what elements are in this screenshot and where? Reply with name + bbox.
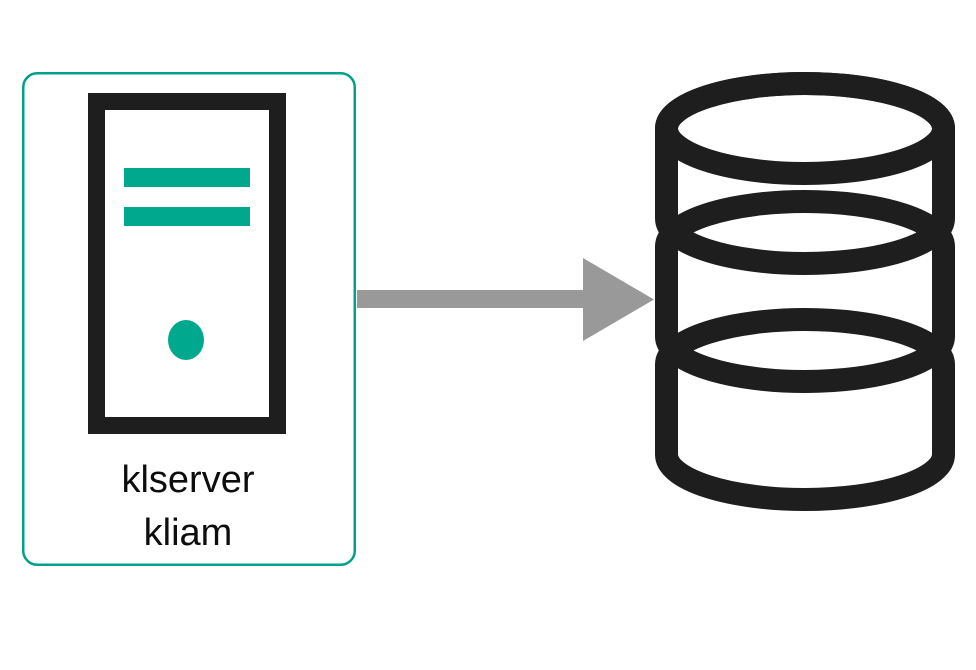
server-status-led-icon — [168, 320, 204, 360]
server-node[interactable]: klserver kliam — [22, 72, 356, 566]
server-to-database-arrow[interactable] — [357, 258, 654, 341]
database-cylinder-icon — [655, 72, 955, 511]
database-disc-3 — [655, 308, 955, 511]
server-label-line-2: kliam — [144, 512, 233, 554]
server-tower-icon — [88, 93, 286, 434]
database-node[interactable] — [655, 72, 955, 511]
server-indicator-bar-2 — [124, 207, 250, 226]
server-label-line-1: klserver — [121, 459, 254, 501]
arrow-shape[interactable] — [357, 258, 654, 341]
database-disc-1-lid — [655, 72, 955, 185]
database-disc-2 — [655, 190, 955, 393]
server-indicator-bar-1 — [124, 168, 250, 187]
server-tower-frame — [88, 93, 286, 434]
